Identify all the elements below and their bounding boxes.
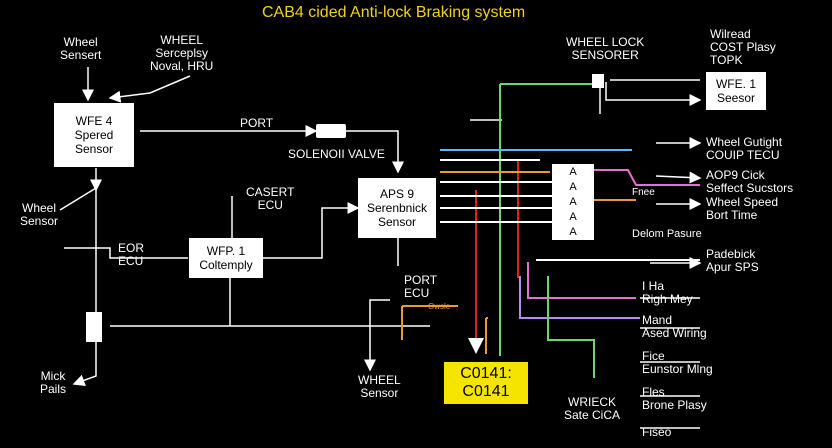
label-mand-wiring: Mand Ased Wiring xyxy=(642,313,707,340)
label-wheel-gutight: Wheel Gutight COUIP TECU xyxy=(706,135,783,162)
label-port: PORT xyxy=(240,116,274,130)
label-wheel-lock-sensorer: WHEEL LOCK SENSORER xyxy=(566,35,645,62)
diagram-title: CAB4 cided Anti-lock Braking system xyxy=(262,4,526,21)
label-wheel-sensor-left: Wheel Sensor xyxy=(20,201,59,228)
label-wrileck: WRIECK Sate CiCA xyxy=(564,395,621,422)
wfe-coltemply-box: WFP. 1 Coltemply xyxy=(189,238,263,278)
label-mick-pails: Mick Pails xyxy=(40,369,67,396)
label-owsle: Owsle xyxy=(428,302,451,311)
label-fles-plasy: Fles Brone Plasy xyxy=(642,385,707,412)
label-wheel-speed-bort: Wheel Speed Bort Time xyxy=(706,195,779,222)
label-port-ecu: PORT ECU xyxy=(404,273,438,300)
label-wheel-sensert: Wheel Sensert xyxy=(60,35,102,62)
label-fnee: Fnee xyxy=(632,187,655,198)
label-fice-mlng: Fice Eunstor Mlng xyxy=(642,349,713,376)
a-column-box: A A A A A xyxy=(552,164,594,240)
label-wheel-sensor-bottom: WHEEL Sensor xyxy=(358,373,401,400)
label-eor-ecu: EOR ECU xyxy=(118,241,145,268)
label-padebick: Padebick Apur SPS xyxy=(706,247,759,274)
label-righ-mey: I Ha Righ Mey xyxy=(642,279,693,306)
label-solenoid-valve: SOLENOII VALVE xyxy=(288,147,385,161)
label-wheel-serceplsy: WHEEL Serceplsy Noval, HRU xyxy=(150,33,214,73)
label-fiseo: Fiseo xyxy=(642,425,672,439)
label-aop-cick: AOP9 Cick Seffect Sucstors xyxy=(706,168,794,195)
fault-code-box: C0141: C0141 xyxy=(444,362,528,404)
wfe-speed-sensor-box: WFE 4 Spered Sensor xyxy=(54,103,134,167)
label-casert-ecu: CASERT ECU xyxy=(246,185,295,212)
wfe-seesor-box: WFE. 1 Seesor xyxy=(706,72,766,110)
label-delom-pasure: Delom Pasure xyxy=(632,228,702,240)
aps-solenoid-box: APS 9 Serenbnick Sensor xyxy=(358,178,436,238)
label-wilread: Wilread COST Plasy TOPK xyxy=(710,27,776,67)
